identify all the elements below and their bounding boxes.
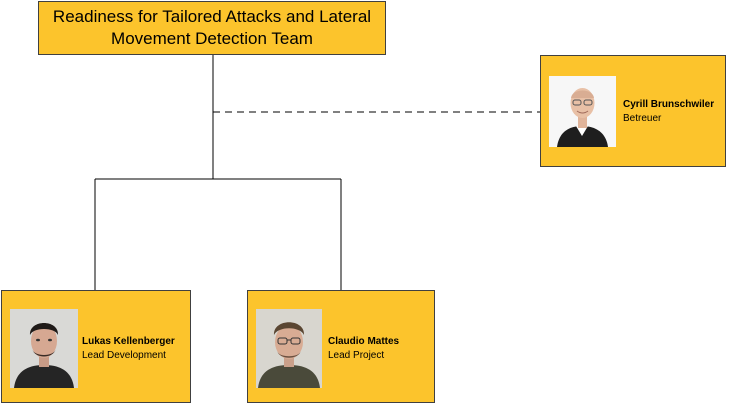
member-name-lukas: Lukas Kellenberger xyxy=(82,336,175,347)
member-role-lukas: Lead Development xyxy=(82,350,166,361)
member-name-claudio: Claudio Mattes xyxy=(328,336,400,347)
person-avatar-icon xyxy=(549,76,616,147)
member-photo-claudio xyxy=(256,309,322,388)
member-photo-lukas xyxy=(10,309,78,388)
advisor-role: Betreuer xyxy=(623,113,662,124)
team-title-box: Readiness for Tailored Attacks and Later… xyxy=(38,1,386,55)
member-card-claudio: Claudio Mattes Lead Project xyxy=(247,290,435,403)
person-avatar-icon xyxy=(256,309,322,388)
member-role-claudio: Lead Project xyxy=(328,350,385,361)
person-avatar-icon xyxy=(10,309,78,388)
advisor-photo xyxy=(549,76,616,147)
team-title-line-2: Movement Detection Team xyxy=(111,29,313,48)
advisor-name: Cyrill Brunschwiler xyxy=(623,99,715,110)
member-card-lukas: Lukas Kellenberger Lead Development xyxy=(1,290,191,403)
team-title-line-1: Readiness for Tailored Attacks and Later… xyxy=(52,7,372,26)
advisor-card: Cyrill Brunschwiler Betreuer xyxy=(540,55,726,167)
